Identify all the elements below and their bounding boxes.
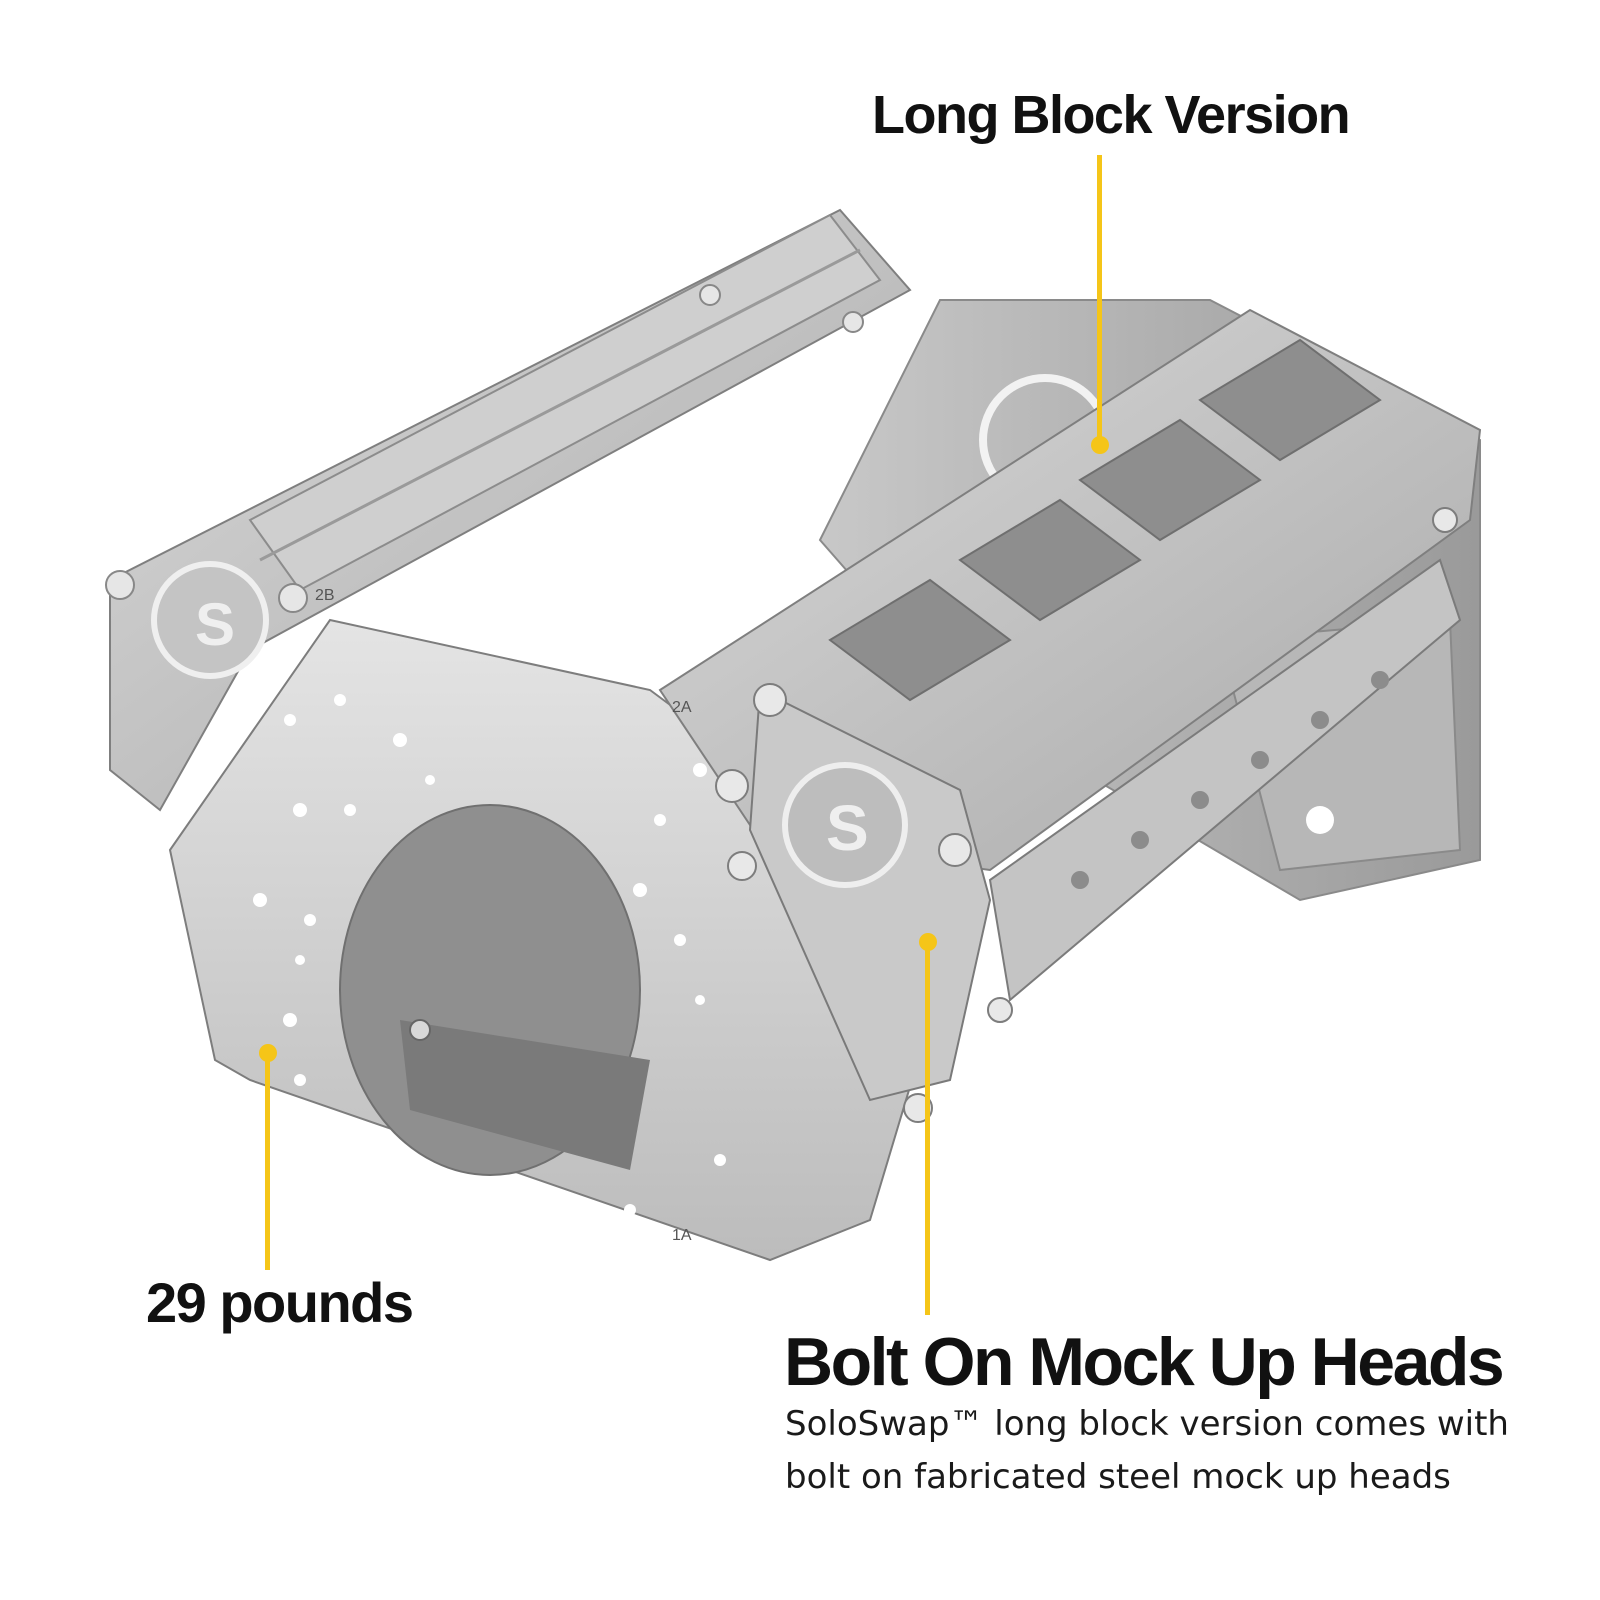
svg-text:1A: 1A <box>672 1227 692 1244</box>
weight-leader-line <box>265 1060 270 1270</box>
svg-text:2B: 2B <box>315 587 335 604</box>
svg-text:2A: 2A <box>672 699 692 716</box>
heads-description-line-1: SoloSwap™ long block version comes with <box>785 1404 1509 1444</box>
heads-description-line-2: bolt on fabricated steel mock up heads <box>785 1457 1451 1497</box>
svg-text:S: S <box>195 591 235 658</box>
heads-leader-dot <box>919 933 937 951</box>
heads-title: Bolt On Mock Up Heads <box>784 1324 1505 1400</box>
long-block-label: Long Block Version <box>872 85 1351 145</box>
long-block-leader-dot <box>1091 436 1109 454</box>
long-block-leader-line <box>1097 155 1102 445</box>
svg-text:S: S <box>826 792 869 864</box>
weight-leader-dot <box>259 1044 277 1062</box>
right-flange-rail <box>988 558 1462 1002</box>
weight-label: 29 pounds <box>146 1271 414 1334</box>
right-head-assembly: S 2A <box>658 308 1482 1123</box>
heads-leader-line <box>925 950 930 1315</box>
left-head-rail: S 2B <box>105 208 912 812</box>
